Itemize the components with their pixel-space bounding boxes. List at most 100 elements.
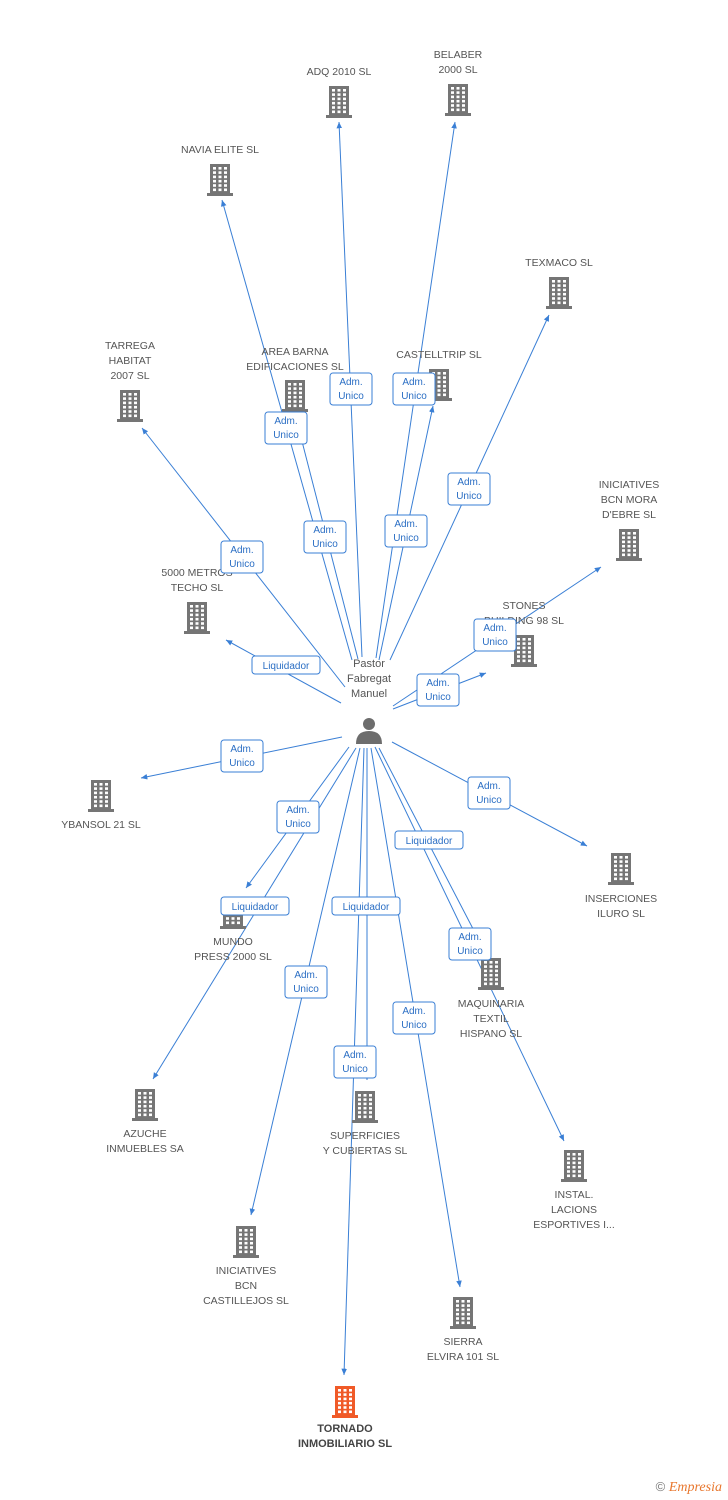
edge-label-text: Unico — [393, 533, 419, 544]
edge-label-box — [467, 776, 511, 810]
building-icon — [184, 602, 210, 634]
edge-label-text: Unico — [285, 819, 311, 830]
edge-label[interactable]: Liquidador — [331, 896, 401, 916]
company-name: TEXTIL — [473, 1013, 509, 1025]
company-name: HABITAT — [109, 355, 152, 367]
edge-label[interactable]: Adm.Unico — [384, 514, 428, 548]
company-name: ILURO SL — [597, 908, 645, 920]
person-name: Fabregat — [347, 673, 391, 685]
edge-label[interactable]: Liquidador — [220, 896, 290, 916]
person-name: Manuel — [351, 688, 387, 700]
building-icon — [233, 1226, 259, 1258]
company-name: INMOBILIARIO SL — [298, 1438, 392, 1450]
company-name: LACIONS — [551, 1204, 597, 1216]
building-icon — [352, 1091, 378, 1123]
company-name: BCN MORA — [601, 494, 658, 506]
company-name: ADQ 2010 SL — [307, 66, 372, 78]
edge-label[interactable]: Adm.Unico — [333, 1045, 377, 1079]
edge-label-text: Unico — [476, 795, 502, 806]
edge-label-text: Liquidador — [343, 902, 390, 913]
company-node-inserciones[interactable]: INSERCIONES ILURO SL — [585, 853, 657, 920]
company-node-ybansol[interactable]: YBANSOL 21 SL — [61, 780, 141, 831]
edge-label-text: Unico — [273, 430, 299, 441]
edge-label-text: Unico — [229, 758, 255, 769]
edge-label[interactable]: Adm.Unico — [473, 618, 517, 652]
edge-label-text: Adm. — [286, 805, 309, 816]
company-name: SUPERFICIES — [330, 1130, 400, 1142]
edge-label[interactable]: Adm. Unico — [220, 739, 264, 773]
company-name: INSTAL. — [555, 1189, 594, 1201]
building-icon — [608, 853, 634, 885]
company-name: HISPANO SL — [460, 1028, 522, 1040]
company-node-instal[interactable]: INSTAL. LACIONS ESPORTIVES I... — [533, 1150, 615, 1231]
edge-label-text: Adm. — [343, 1050, 366, 1061]
edge-label-text: Unico — [401, 1020, 427, 1031]
edge-label-text: Unico — [401, 391, 427, 402]
building-icon — [132, 1089, 158, 1121]
edge-label[interactable]: Liquidador — [251, 655, 321, 675]
edge-label-text: Liquidador — [232, 902, 279, 913]
edge-label[interactable]: Adm.Unico — [416, 673, 460, 707]
company-node-navia[interactable]: NAVIA ELITE SL — [181, 144, 259, 196]
edge-label[interactable]: Adm. Unico — [264, 411, 308, 445]
edge-label-box — [473, 618, 517, 652]
edge-label[interactable]: Adm.Unico — [448, 927, 492, 961]
company-name: CASTILLEJOS SL — [203, 1295, 289, 1307]
company-node-iniciativescast[interactable]: INICIATIVES BCN CASTILLEJOS SL — [203, 1226, 289, 1307]
building-icon — [616, 529, 642, 561]
company-name: INSERCIONES — [585, 893, 657, 905]
edge-label-text: Adm. — [458, 932, 481, 943]
edge-label[interactable]: Adm.Unico — [329, 372, 373, 406]
edge-label[interactable]: Adm. Unico — [276, 800, 320, 834]
edge-label-text: Unico — [312, 539, 338, 550]
company-name: STONES — [503, 600, 546, 612]
edge-label-box — [392, 372, 436, 406]
company-name: INICIATIVES — [599, 479, 659, 491]
edge-label-text: Adm. — [230, 545, 253, 556]
footer-brand: © Empresia — [656, 1479, 722, 1496]
building-icon — [326, 86, 352, 118]
company-name: BCN — [235, 1280, 257, 1292]
person-name: Pastor — [353, 658, 385, 670]
edge-label-text: Adm. — [274, 416, 297, 427]
edge-label[interactable]: Adm. Unico — [467, 776, 511, 810]
edge-label-text: Unico — [338, 391, 364, 402]
company-name: ESPORTIVES I... — [533, 1219, 615, 1231]
edge-label[interactable]: Adm.Unico — [303, 520, 347, 554]
edge-labels-layer: Adm.UnicoAdm.UnicoAdm.UnicoAdm.UnicoAdm.… — [220, 372, 517, 1079]
edge-label-text: Adm. — [477, 781, 500, 792]
edge-label-text: Unico — [229, 559, 255, 570]
edge-label[interactable]: Adm. Unico — [220, 540, 264, 574]
building-icon — [207, 164, 233, 196]
edge-label-text: Adm. — [230, 744, 253, 755]
company-name: AREA BARNA — [261, 346, 328, 358]
edge-label[interactable]: Adm.Unico — [392, 1001, 436, 1035]
edge-label[interactable]: Adm.Unico — [392, 372, 436, 406]
edge-label[interactable]: Adm.Unico — [447, 472, 491, 506]
edge-label-text: Unico — [456, 491, 482, 502]
edge-label[interactable]: Liquidador — [394, 830, 464, 850]
company-name: TEXMACO SL — [525, 257, 593, 269]
company-node-adq2010[interactable]: ADQ 2010 SL — [307, 66, 372, 118]
building-icon — [332, 1386, 358, 1418]
company-node-texmaco[interactable]: TEXMACO SL — [525, 257, 593, 309]
building-icon — [88, 780, 114, 812]
edge-label[interactable]: Adm.Unico — [284, 965, 328, 999]
edge-label-box — [394, 830, 464, 850]
company-name: INICIATIVES — [216, 1265, 276, 1277]
edge-label-box — [329, 372, 373, 406]
